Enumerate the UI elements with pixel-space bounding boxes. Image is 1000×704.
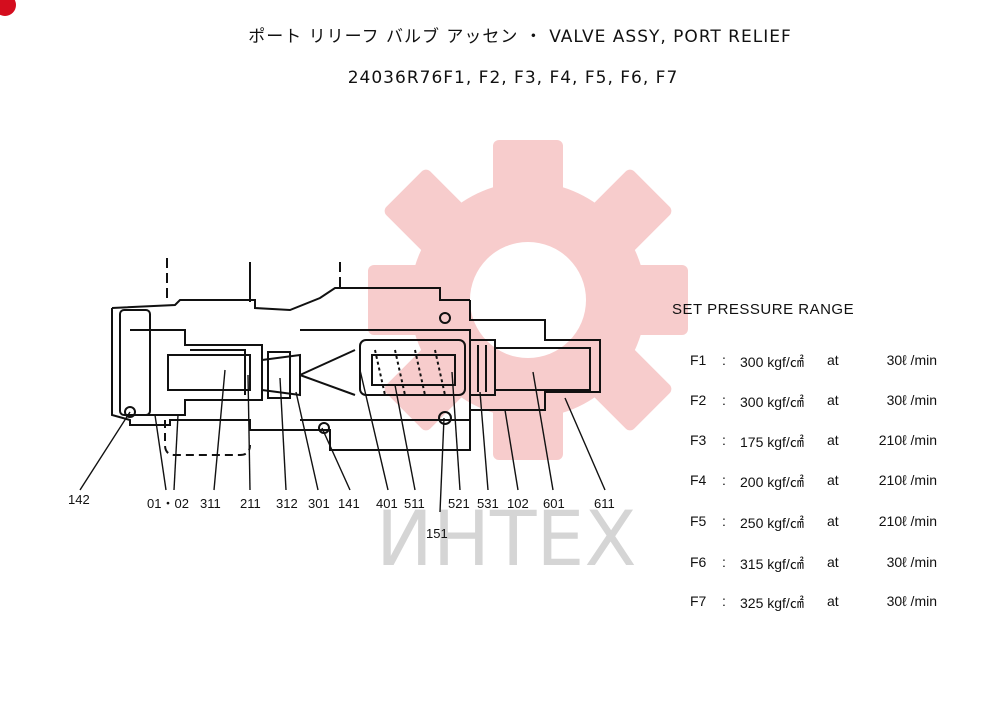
spec-pressure: 325 kgf/㎠	[740, 595, 804, 611]
callout-211: 211	[240, 496, 261, 511]
spec-colon: :	[722, 392, 726, 408]
callout-312: 312	[276, 496, 298, 511]
spec-id: F3	[690, 432, 707, 448]
spec-at: at	[827, 472, 839, 488]
spec-pressure: 300 kgf/㎠	[740, 394, 804, 410]
spec-flow: 210ℓ /min	[878, 432, 937, 448]
spec-pressure: 300 kgf/㎠	[740, 354, 804, 370]
spec-flow: 210ℓ /min	[878, 472, 937, 488]
callout-01-02: 01・02	[147, 496, 189, 511]
callout-141: 141	[338, 496, 360, 511]
spec-flow: 30ℓ /min	[886, 352, 937, 368]
spec-colon: :	[722, 432, 726, 448]
gear-watermark-icon	[368, 140, 688, 460]
spec-heading: SET PRESSURE RANGE	[672, 301, 855, 318]
drawing-title: ポート リリーフ バルブ アッセン ・ VALVE ASSY, PORT REL…	[248, 27, 792, 47]
valve-cross-section	[111, 258, 601, 456]
spec-colon: :	[722, 513, 726, 529]
spec-id: F6	[690, 554, 707, 570]
callout-401: 401	[376, 496, 398, 511]
spec-row: F2 : 300 kgf/㎠ at 30ℓ /min	[672, 392, 972, 412]
callout-521: 521	[448, 496, 470, 511]
leader-lines	[79, 369, 606, 513]
spec-flow: 30ℓ /min	[886, 593, 937, 609]
callout-531: 531	[477, 496, 499, 511]
spec-pressure: 175 kgf/㎠	[740, 434, 804, 450]
spec-row: F6 : 315 kgf/㎠ at 30ℓ /min	[672, 554, 972, 574]
spec-at: at	[827, 554, 839, 570]
spec-row: F4 : 200 kgf/㎠ at 210ℓ /min	[672, 472, 972, 492]
spec-colon: :	[722, 472, 726, 488]
spec-id: F5	[690, 513, 707, 529]
spec-at: at	[827, 593, 839, 609]
watermark-text: ИНТЕХ	[376, 494, 637, 583]
spec-flow: 30ℓ /min	[886, 554, 937, 570]
corner-logo-mark	[0, 0, 16, 16]
spec-colon: :	[722, 593, 726, 609]
spec-at: at	[827, 392, 839, 408]
spec-flow: 210ℓ /min	[878, 513, 937, 529]
callout-611: 611	[594, 496, 615, 511]
spec-row: F3 : 175 kgf/㎠ at 210ℓ /min	[672, 432, 972, 452]
spec-id: F7	[690, 593, 707, 609]
spec-pressure: 200 kgf/㎠	[740, 474, 804, 490]
callout-151: 151	[426, 526, 448, 541]
callout-511: 511	[404, 496, 425, 511]
spec-row: F1 : 300 kgf/㎠ at 30ℓ /min	[672, 352, 972, 372]
spec-colon: :	[722, 352, 726, 368]
spec-flow: 30ℓ /min	[886, 392, 937, 408]
spec-row: F7 : 325 kgf/㎠ at 30ℓ /min	[672, 593, 972, 613]
spec-colon: :	[722, 554, 726, 570]
spec-pressure: 250 kgf/㎠	[740, 515, 804, 531]
spec-id: F2	[690, 392, 707, 408]
spec-pressure: 315 kgf/㎠	[740, 556, 804, 572]
callout-601: 601	[543, 496, 565, 511]
spec-id: F1	[690, 352, 707, 368]
spec-at: at	[827, 352, 839, 368]
set-pressure-range-table: SET PRESSURE RANGE F1 : 300 kgf/㎠ at 30ℓ…	[672, 301, 972, 611]
part-number-line: 24036R76F1, F2, F3, F4, F5, F6, F7	[347, 68, 679, 88]
callout-301: 301	[308, 496, 330, 511]
spec-at: at	[827, 432, 839, 448]
spec-at: at	[827, 513, 839, 529]
spec-row: F5 : 250 kgf/㎠ at 210ℓ /min	[672, 513, 972, 533]
spec-id: F4	[690, 472, 707, 488]
callout-142: 142	[68, 492, 90, 507]
callout-102: 102	[507, 496, 529, 511]
callout-311: 311	[200, 496, 221, 511]
